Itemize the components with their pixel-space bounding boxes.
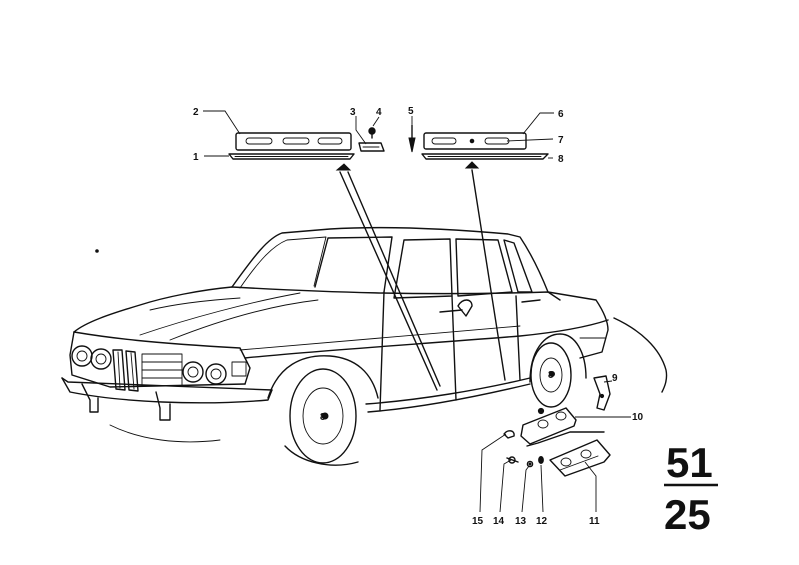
bracket-9 xyxy=(593,375,611,411)
callout-1: 1 xyxy=(193,152,199,163)
callout-9: 9 xyxy=(612,373,618,384)
svg-text:8: 8 xyxy=(320,412,326,423)
page-group-number: 51 xyxy=(666,439,713,486)
page-sheet-number: 25 xyxy=(664,491,711,538)
callout-11: 11 xyxy=(589,516,600,527)
callout-7: 7 xyxy=(558,135,564,146)
page-reference: 51 25 xyxy=(664,439,718,538)
washer-13 xyxy=(526,460,534,468)
roof-moulding-strip-right xyxy=(421,153,549,160)
callout-15: 15 xyxy=(472,516,484,527)
callout-8: 8 xyxy=(558,154,564,165)
callout-labels: 1 2 3 4 5 6 7 8 9 10 11 12 13 14 15 xyxy=(193,106,644,527)
roof-trim-plate-left xyxy=(235,132,352,151)
callout-12: 12 xyxy=(536,516,548,527)
car-illustration: 8 8 xyxy=(61,226,668,466)
nut-12 xyxy=(538,456,544,464)
callout-4: 4 xyxy=(376,107,382,118)
svg-text:8: 8 xyxy=(548,370,554,381)
lens-cover-11 xyxy=(549,439,611,477)
lamp-housing-10 xyxy=(520,407,605,447)
callout-6: 6 xyxy=(558,109,564,120)
callout-2: 2 xyxy=(193,107,199,118)
clip-plate xyxy=(358,142,385,152)
roof-moulding-strip-left xyxy=(228,153,355,160)
callout-3: 3 xyxy=(350,107,356,118)
callout-14: 14 xyxy=(493,516,505,527)
callout-5: 5 xyxy=(408,106,414,117)
callout-13: 13 xyxy=(515,516,527,527)
callout-leaders xyxy=(203,110,631,513)
screw-4 xyxy=(368,127,376,139)
installation-leader-lines xyxy=(335,161,506,391)
callout-10: 10 xyxy=(632,412,644,423)
clip-15 xyxy=(503,430,515,439)
pin-5 xyxy=(408,124,416,153)
screw-14 xyxy=(506,456,519,464)
